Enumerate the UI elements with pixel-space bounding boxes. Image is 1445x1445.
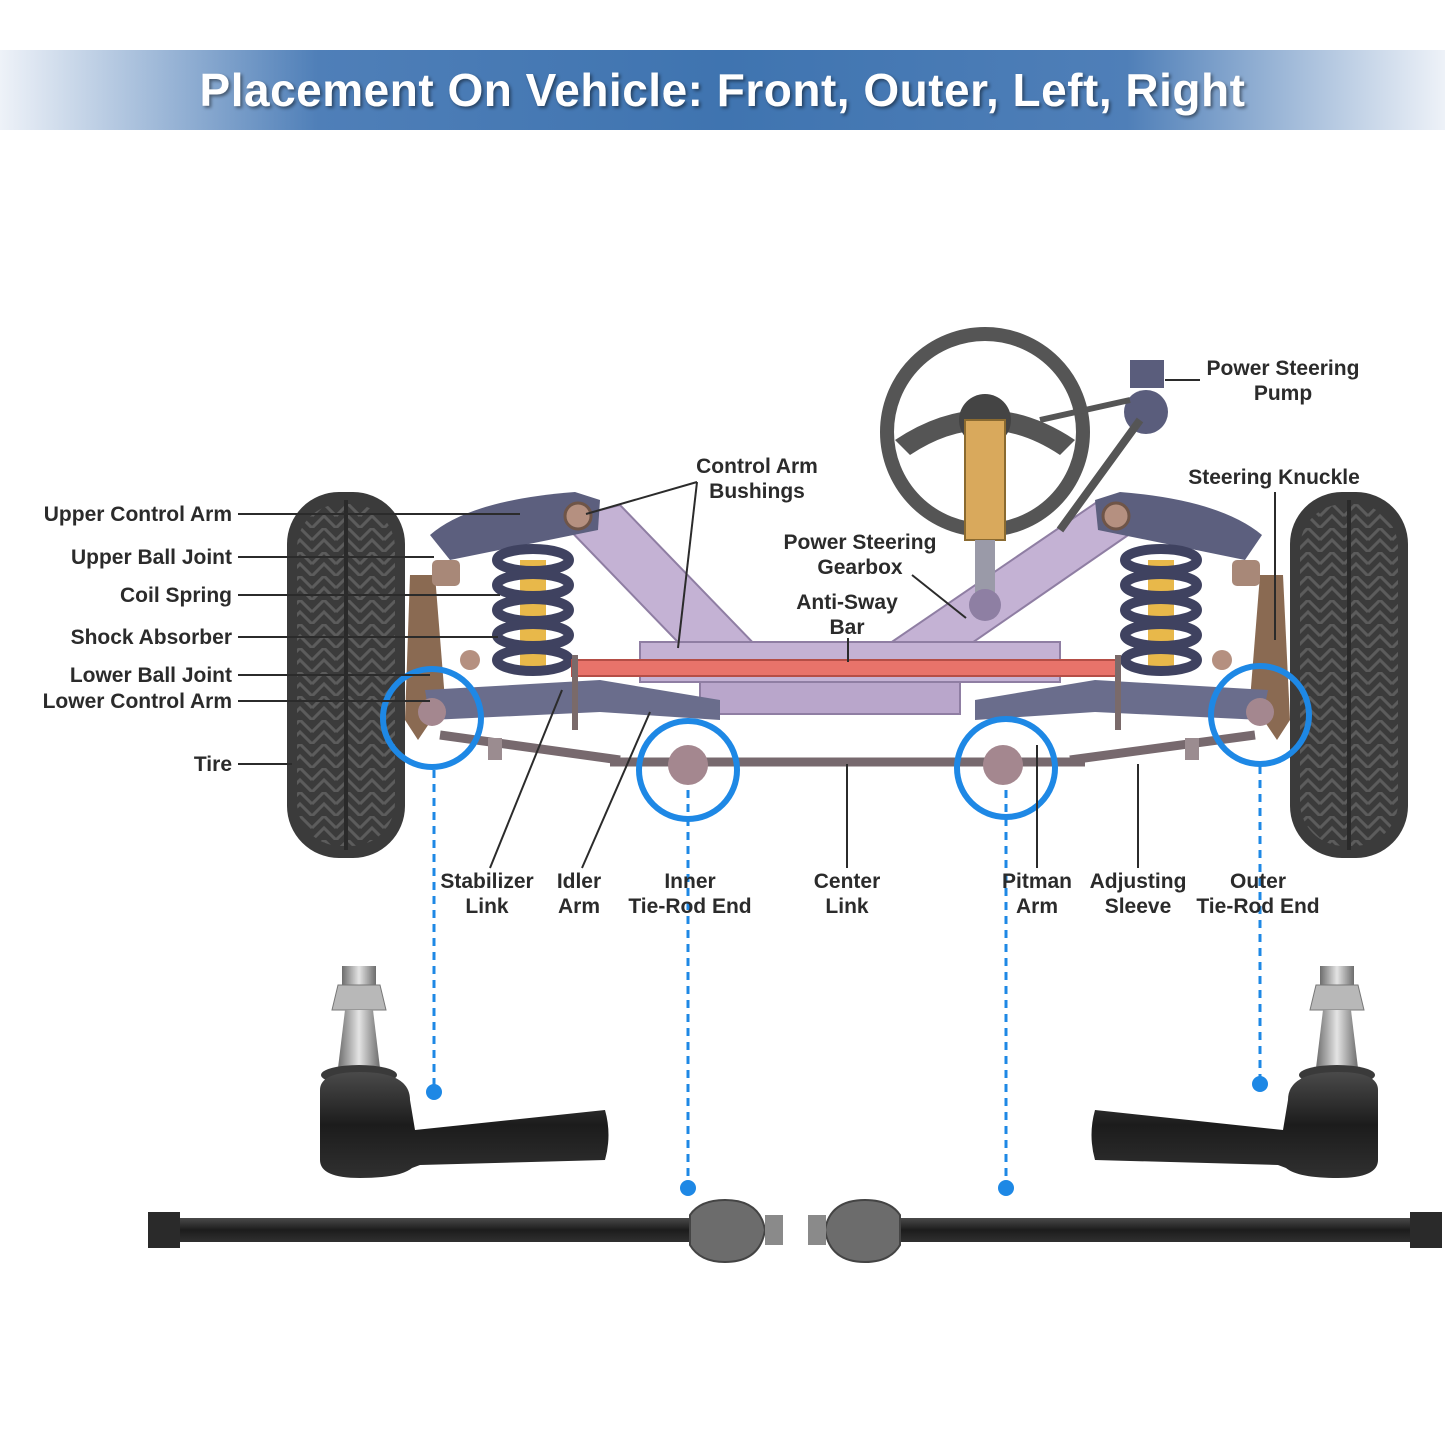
label-lower-ball-joint: Lower Ball Joint [70,664,232,687]
connector-dots [426,1076,1268,1196]
label-center-link-line1: Center [814,870,881,893]
label-stabilizer-link-line1: Stabilizer [440,870,533,893]
right-tire [1290,492,1408,858]
steering-wheel [880,327,1090,621]
label-power-steering-pump-line2: Pump [1254,382,1312,405]
bushing-right-upper [1101,501,1131,531]
anti-sway-bar [571,659,1121,677]
label-outer-tie-rod-end-line1: Outer [1230,870,1286,893]
label-idler-arm-line1: Idler [557,870,601,893]
label-upper-ball-joint: Upper Ball Joint [71,546,232,569]
label-inner-tie-rod-end-line1: Inner [664,870,715,893]
label-center-link-line2: Link [825,895,868,918]
label-control-arm-bushings-line1: Control Arm [696,455,818,478]
label-adjusting-sleeve-line2: Sleeve [1105,895,1172,918]
left-inner-tie-rod-part [148,1198,783,1264]
steering-linkage [418,698,1274,785]
bushing-left-upper [563,501,593,531]
left-outer-tie-rod-end-part [320,966,609,1178]
right-upper-control-arm [1095,492,1262,560]
label-steering-knuckle: Steering Knuckle [1188,466,1360,489]
right-inner-tie-rod-part [808,1198,1442,1264]
label-pitman-arm-line1: Pitman [1002,870,1072,893]
dashed-connectors [432,766,1262,1182]
right-upper-ball-joint [1232,560,1260,586]
left-upper-ball-joint [432,560,460,586]
leader-lines [238,379,1276,869]
label-adjusting-sleeve-line1: Adjusting [1090,870,1187,893]
label-power-steering-gearbox-line1: Power Steering [784,531,937,554]
left-upper-control-arm [430,492,600,560]
right-outer-tie-rod-end-part [1091,966,1378,1178]
label-power-steering-gearbox-line2: Gearbox [817,556,903,579]
label-control-arm-bushings-line2: Bushings [709,480,805,503]
label-outer-tie-rod-end-line2: Tie-Rod End [1196,895,1319,918]
label-shock-absorber: Shock Absorber [71,626,232,649]
label-power-steering-pump-line1: Power Steering [1207,357,1360,380]
label-stabilizer-link-line2: Link [465,895,508,918]
label-lower-control-arm: Lower Control Arm [43,690,232,713]
page-title: Placement On Vehicle: Front, Outer, Left… [199,64,1246,116]
label-coil-spring: Coil Spring [120,584,232,607]
label-anti-sway-bar-line1: Anti-Sway [796,591,898,614]
header-banner: Placement On Vehicle: Front, Outer, Left… [0,50,1445,130]
left-coil-spring [492,544,574,676]
label-tire: Tire [194,753,232,776]
label-pitman-arm-line2: Arm [1016,895,1058,918]
label-inner-tie-rod-end-line2: Tie-Rod End [628,895,751,918]
label-idler-arm-line2: Arm [558,895,600,918]
right-lower-control-arm [975,680,1268,720]
label-upper-control-arm: Upper Control Arm [44,503,232,526]
power-steering-pump [1039,360,1168,533]
label-anti-sway-bar-line2: Bar [829,616,864,639]
right-coil-spring [1120,544,1202,676]
